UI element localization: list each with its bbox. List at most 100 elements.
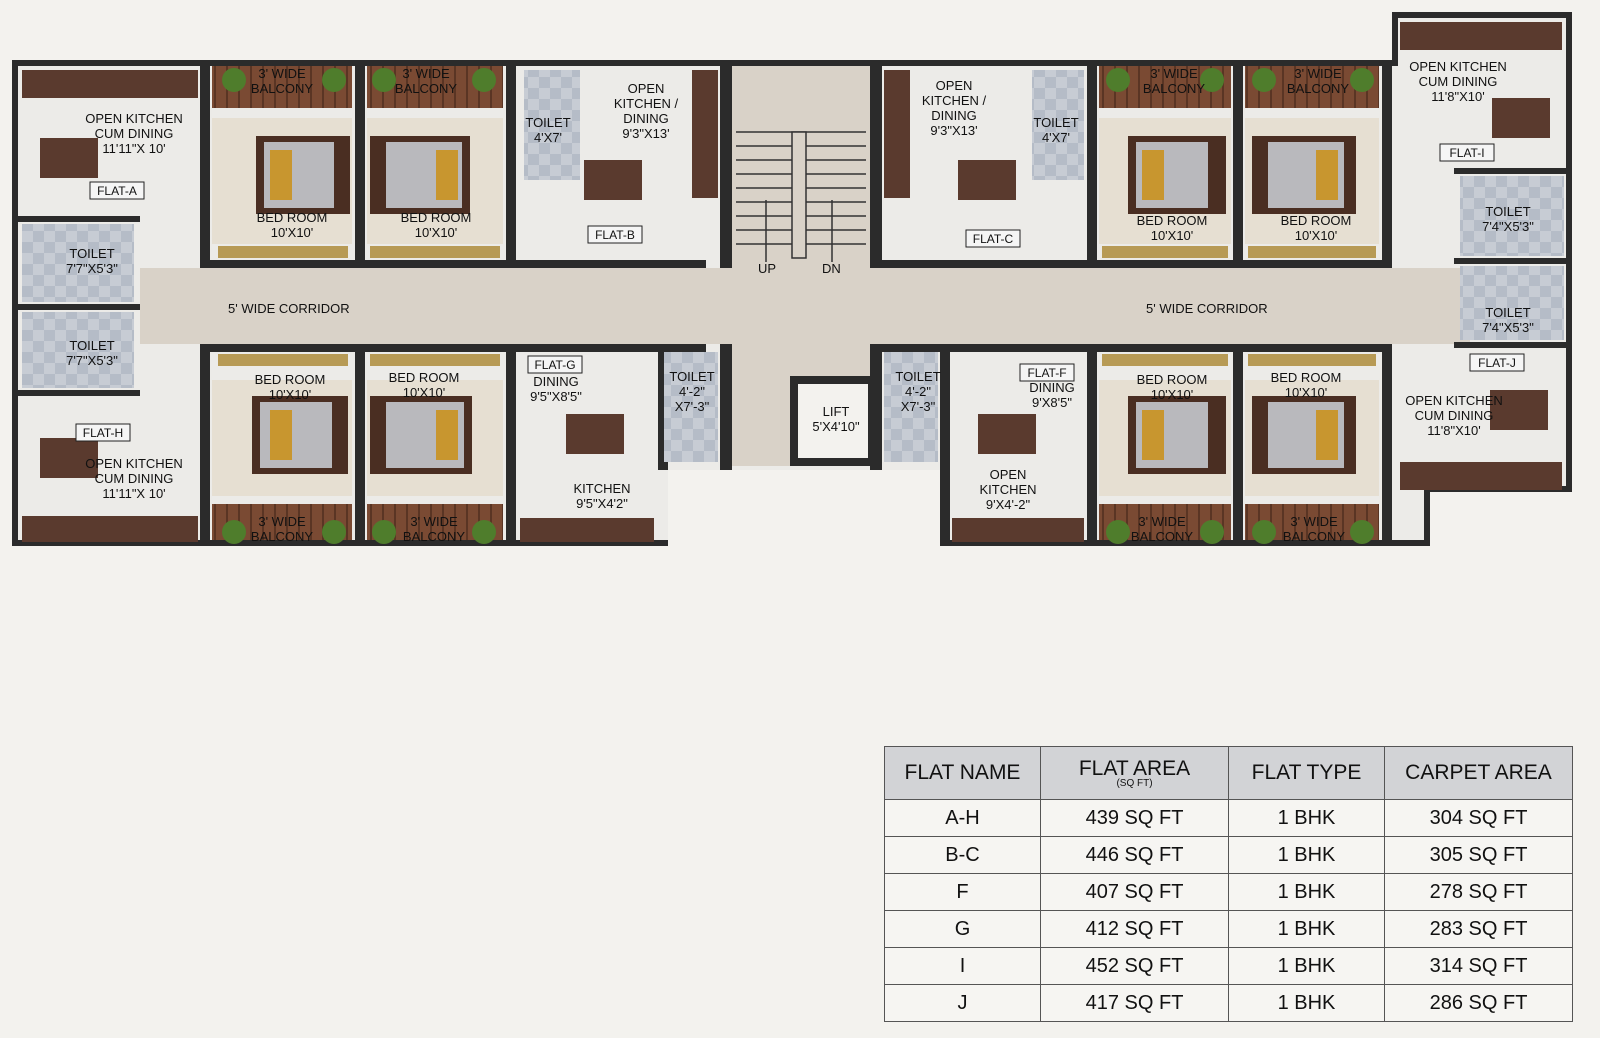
room-label-line: BED ROOM [1137, 213, 1208, 228]
cell-flat-area: 439 SQ FT [1040, 799, 1229, 837]
room-label-line: TOILET [69, 338, 114, 353]
cell-flat-area: 417 SQ FT [1040, 984, 1229, 1022]
room-label-line: 10'X10' [1151, 228, 1194, 243]
cell-flat-type: 1 BHK [1228, 947, 1385, 985]
room-label-line: 4'X7' [1042, 130, 1070, 145]
svg-text:FLAT-G: FLAT-G [534, 358, 575, 372]
room-label-line: 9'3"X13' [622, 126, 669, 141]
flat-tag-flat-c: FLAT-C [965, 229, 1021, 248]
room-label-line: 3' WIDE [410, 514, 458, 529]
cell-flat-name: B-C [884, 836, 1041, 874]
header-flat-area: FLAT AREA(SQ FT) [1040, 746, 1229, 800]
cell-carpet-area: 304 SQ FT [1384, 799, 1573, 837]
room-label-line: BALCONY [395, 81, 457, 96]
room-label-line: DINING [533, 374, 579, 389]
room-label-line: 7'4"X5'3" [1482, 219, 1534, 234]
stair-up-label: UP [758, 261, 776, 276]
room-label-line: 7'4"X5'3" [1482, 320, 1534, 335]
corridor-label-left: 5' WIDE CORRIDOR [228, 301, 350, 316]
room-label-line: 3' WIDE [402, 66, 450, 81]
room-label-line: 9'3"X13' [930, 123, 977, 138]
room-label-line: 10'X10' [1285, 385, 1328, 400]
room-label-line: 7'7"X5'3" [66, 261, 118, 276]
room-label-line: BED ROOM [389, 370, 460, 385]
room-label-line: BALCONY [1283, 529, 1345, 544]
room-label-line: 9'X8'5" [1032, 395, 1072, 410]
room-label-line: OPEN [628, 81, 665, 96]
svg-text:FLAT-H: FLAT-H [83, 426, 123, 440]
room-label-line: CUM DINING [1419, 74, 1498, 89]
room-label-line: DINING [931, 108, 977, 123]
room-label-line: 11'8"X10' [1427, 423, 1480, 438]
room-label-line: X7'-3" [675, 399, 710, 414]
room-label-line: 10'X10' [1151, 387, 1194, 402]
room-label-line: BALCONY [1287, 81, 1349, 96]
cell-carpet-area: 283 SQ FT [1384, 910, 1573, 948]
flat-tag-flat-g: FLAT-G [527, 355, 583, 374]
cell-flat-type: 1 BHK [1228, 799, 1385, 837]
cell-flat-name: J [884, 984, 1041, 1022]
stair-down-label: DN [822, 261, 841, 276]
staircase [736, 131, 866, 262]
cell-flat-name: I [884, 947, 1041, 985]
room-label-line: TOILET [69, 246, 114, 261]
flat-tag-flat-a: FLAT-A [89, 181, 145, 200]
room-label-line: TOILET [895, 369, 940, 384]
room-label-line: BALCONY [403, 529, 465, 544]
room-label-line: 10'X10' [403, 385, 446, 400]
header-flat-type: FLAT TYPE [1228, 746, 1385, 800]
cell-flat-area: 452 SQ FT [1040, 947, 1229, 985]
cell-flat-type: 1 BHK [1228, 873, 1385, 911]
cell-carpet-area: 286 SQ FT [1384, 984, 1573, 1022]
room-label-line: 11'8"X10' [1431, 89, 1484, 104]
cell-flat-name: F [884, 873, 1041, 911]
room-label-line: 4'-2" [679, 384, 705, 399]
room-label-line: 9'X4'-2" [986, 497, 1031, 512]
room-label-line: 11'11"X 10' [102, 486, 165, 501]
room-label-line: 3' WIDE [258, 66, 306, 81]
room-label-line: DINING [623, 111, 669, 126]
room-label-line: 3' WIDE [1290, 514, 1338, 529]
svg-text:FLAT-J: FLAT-J [1478, 356, 1516, 370]
room-label-line: KITCHEN / [614, 96, 679, 111]
cell-carpet-area: 314 SQ FT [1384, 947, 1573, 985]
room-label-line: KITCHEN [573, 481, 630, 496]
area-table: FLAT NAME FLAT AREA(SQ FT) FLAT TYPE CAR… [884, 746, 1573, 1022]
header-flat-area-unit: (SQ FT) [1116, 778, 1153, 789]
cell-flat-area: 407 SQ FT [1040, 873, 1229, 911]
room-label-line: 10'X10' [1295, 228, 1338, 243]
room-label-line: 3' WIDE [1294, 66, 1342, 81]
room-label-line: TOILET [1485, 204, 1530, 219]
room-label-line: 3' WIDE [258, 514, 306, 529]
flat-tag-flat-i: FLAT-I [1439, 143, 1495, 162]
bedrooms [212, 118, 1379, 496]
room-label-line: OPEN KITCHEN [1409, 59, 1507, 74]
corridor-label-right: 5' WIDE CORRIDOR [1146, 301, 1268, 316]
room-label-line: KITCHEN / [922, 93, 987, 108]
